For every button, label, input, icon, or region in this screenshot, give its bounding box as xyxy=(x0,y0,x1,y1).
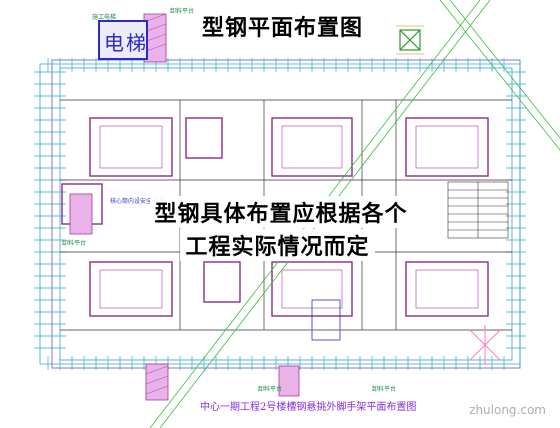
stamp-char-2: 梯 xyxy=(126,31,146,55)
label-material-platform-top: 卸料平台 xyxy=(170,8,195,15)
drawing-title: 型钢平面布置图 xyxy=(200,10,365,42)
watermark: zhulong.com xyxy=(469,403,546,417)
label-material-platform-bottom-right: 卸料平台 xyxy=(372,386,397,393)
drawing-caption: 中心一期工程2号楼槽钢悬挑外脚手架平面布置图 xyxy=(200,402,417,413)
label-core-note: 核心筒内设安全通道 xyxy=(110,198,165,205)
label-material-platform-left: 卸料平台 xyxy=(62,240,87,247)
label-material-platform-bottom-mid: 卸料平台 xyxy=(258,386,283,393)
elevator-stamp: 电 梯 xyxy=(98,20,148,60)
label-construction-elevator: 施工电梯 xyxy=(92,14,117,21)
stamp-char-1: 电 xyxy=(104,31,124,55)
note-line-1: 型钢具体布置应根据各个 xyxy=(150,196,412,228)
note-line-2: 工程实际情况而定 xyxy=(180,229,375,261)
